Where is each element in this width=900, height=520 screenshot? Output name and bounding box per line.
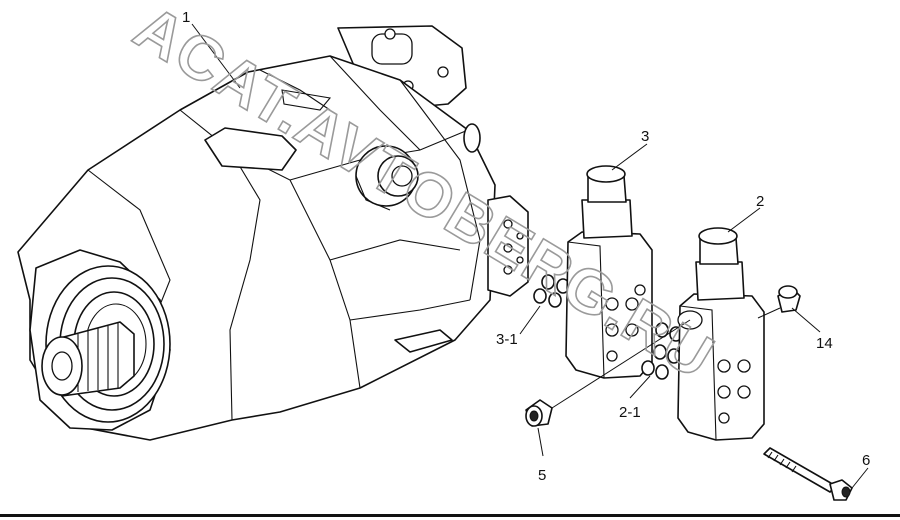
bolt-6 xyxy=(763,447,853,501)
o-rings-3-1 xyxy=(533,274,570,308)
plug-5 xyxy=(525,399,553,427)
callout-2-1: 2-1 xyxy=(619,404,641,421)
callout-1: 1 xyxy=(182,9,190,26)
callout-6: 6 xyxy=(862,452,870,469)
callout-3: 3 xyxy=(641,128,649,145)
callout-14: 14 xyxy=(816,335,833,352)
callout-5: 5 xyxy=(538,467,546,484)
relief-valve-3 xyxy=(565,165,653,379)
callout-2: 2 xyxy=(756,193,764,210)
fitting-14 xyxy=(777,285,801,313)
relief-valve-2 xyxy=(677,227,765,441)
bottom-rule xyxy=(0,514,900,517)
callout-3-1: 3-1 xyxy=(496,331,518,348)
hydraulic-pump-body xyxy=(17,25,529,441)
leader-lines xyxy=(191,23,869,489)
